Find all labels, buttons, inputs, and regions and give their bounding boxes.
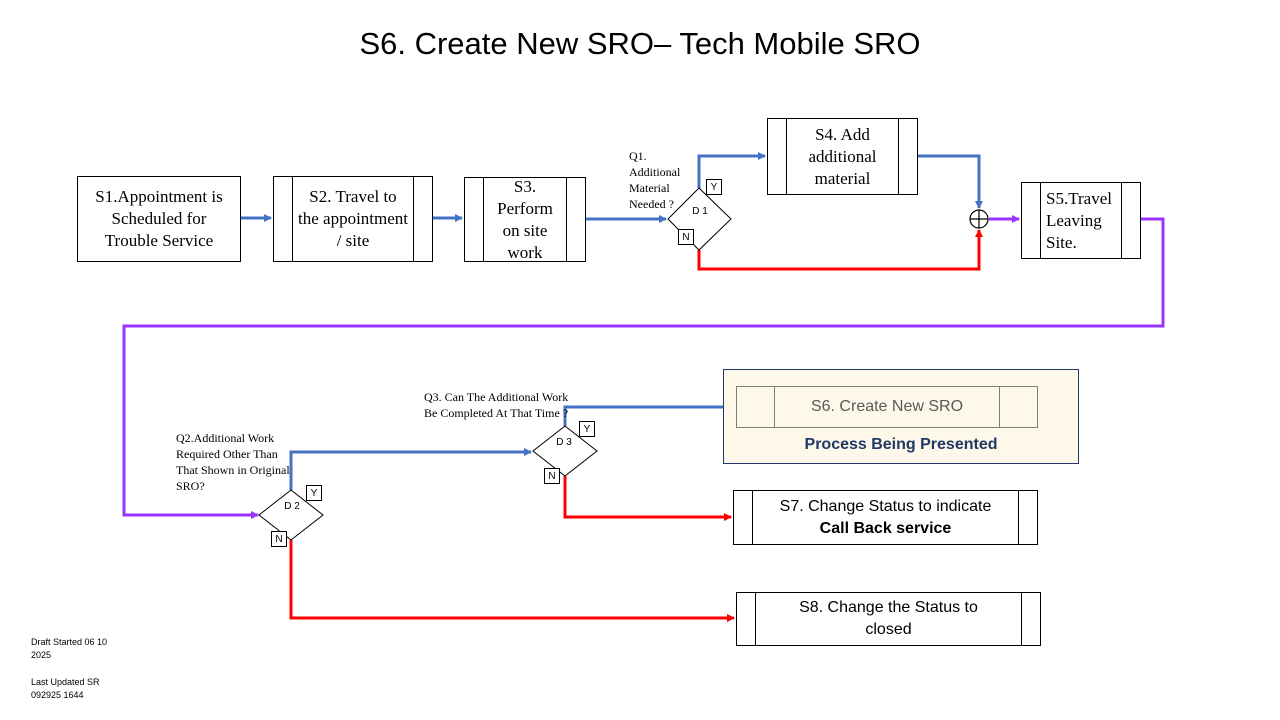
step-s5-label: S5.Travel Leaving Site. xyxy=(1046,188,1112,252)
step-s5: S5.Travel Leaving Site. xyxy=(1021,182,1141,259)
step-s6: S6. Create New SRO xyxy=(736,386,1038,428)
step-s6-label: S6. Create New SRO xyxy=(810,398,964,415)
connector-d2-yes xyxy=(289,448,532,490)
step-s1-label: S1.Appointment is Scheduled for Trouble … xyxy=(95,187,223,250)
junction-icon xyxy=(969,209,989,229)
decision-d1-yes-tag: Y xyxy=(706,179,722,195)
decision-d3-no-tag: N xyxy=(544,468,560,484)
question-q3: Q3. Can The Additional Work Be Completed… xyxy=(424,390,569,420)
step-s7-label-bold: Call Back service xyxy=(819,519,952,537)
draft-note: Draft Started 06 10 2025 xyxy=(31,637,108,660)
step-s2-label: S2. Travel to the appointment / site xyxy=(298,187,409,250)
step-s8: S8. Change the Status to closed xyxy=(736,592,1041,646)
panel-caption: Process Being Presented xyxy=(804,436,998,453)
step-s7-label-prefix: S7. Change Status to indicate xyxy=(779,497,992,515)
connector-d1-yes xyxy=(697,152,766,188)
step-s8-label: S8. Change the Status to closed xyxy=(799,599,978,638)
page-title: S6. Create New SRO– Tech Mobile SRO xyxy=(359,26,921,61)
question-q1: Q1. Additional Material Needed ? xyxy=(629,149,681,211)
step-s2: S2. Travel to the appointment / site xyxy=(273,176,433,262)
question-q2: Q2.Additional Work Required Other Than T… xyxy=(176,431,290,493)
step-s1: S1.Appointment is Scheduled for Trouble … xyxy=(77,176,241,262)
step-s4-label: S4. Add additional material xyxy=(808,124,877,188)
connector-d1-no xyxy=(697,229,983,271)
decision-d2-shape xyxy=(258,489,324,541)
decision-d2-no-tag: N xyxy=(271,531,287,547)
connector-s5-d2 xyxy=(122,217,1165,519)
step-s4: S4. Add additional material xyxy=(767,118,918,195)
step-s7-label: S7. Change Status to indicate Call Back … xyxy=(734,496,1037,540)
connector-d3-no xyxy=(563,476,732,521)
decision-d1-no-tag: N xyxy=(678,229,694,245)
step-s7: S7. Change Status to indicate Call Back … xyxy=(733,490,1038,545)
step-s3: S3. Perform on site work xyxy=(464,177,586,262)
step-s3-label: S3. Perform on site work xyxy=(497,176,553,262)
updated-note: Last Updated SR 092925 1644 xyxy=(31,677,100,700)
connector-s4-junction xyxy=(918,154,983,209)
decision-d3-shape xyxy=(532,425,598,477)
decision-d2-label: D 2 xyxy=(284,501,300,512)
decision-d1-label: D 1 xyxy=(692,206,708,217)
decision-d3-yes-tag: Y xyxy=(579,421,595,437)
decision-d3-label: D 3 xyxy=(556,437,572,448)
decision-d2-yes-tag: Y xyxy=(306,485,322,501)
connector-d2-no xyxy=(289,540,735,622)
connector-d3-yes xyxy=(563,403,735,426)
